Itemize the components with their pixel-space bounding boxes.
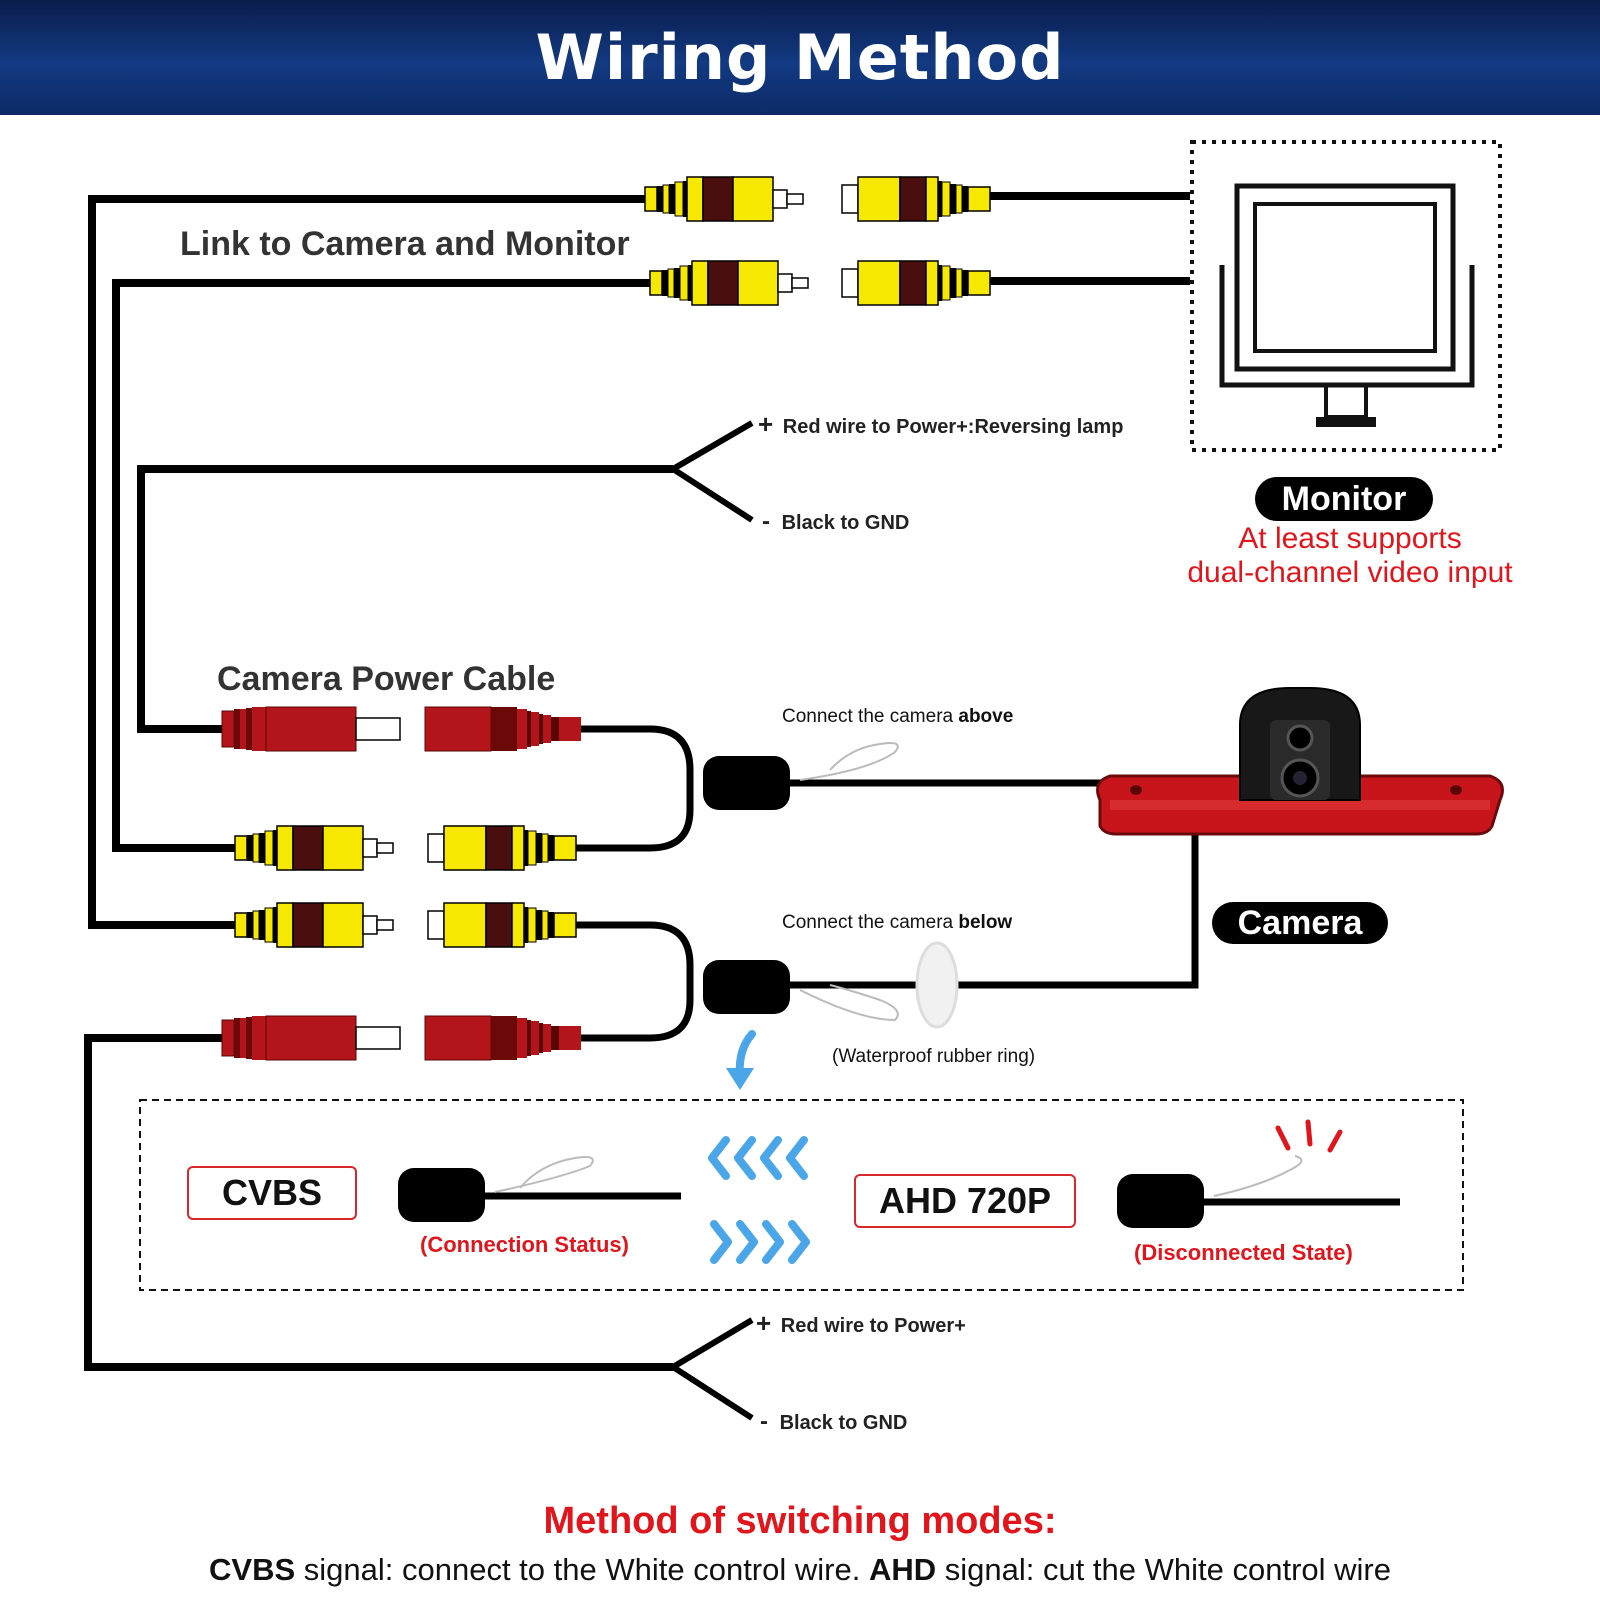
monitor-note-line2: dual-channel video input: [1187, 556, 1513, 589]
label-connect-below: Connect the camera below: [782, 912, 1012, 934]
header-banner: Wiring Method: [0, 0, 1600, 115]
label-red-wire-reversing: + Red wire to Power+:Reversing lamp: [758, 409, 1123, 440]
label-red-wire-reversing-text: Red wire to Power+:Reversing lamp: [782, 416, 1124, 438]
page-title: Wiring Method: [535, 21, 1065, 94]
ahd-mode-label: AHD 720P: [854, 1174, 1076, 1228]
junction-box-above: [703, 756, 790, 810]
cvbs-white-wire: [494, 1156, 594, 1193]
monitor-note-line1: At least supports: [1238, 522, 1462, 555]
dc-plug-above: [221, 706, 401, 752]
rca-plug-above: [234, 825, 394, 871]
rca-plug-monitor-1: [644, 176, 804, 222]
video-wire-2: [112, 279, 650, 852]
main-wires: [84, 192, 1190, 1371]
ahd-white-wire-cut: [1213, 1155, 1303, 1197]
footer-ahd-bold: AHD: [868, 1552, 937, 1587]
label-red-wire-power-text: Red wire to Power+: [780, 1315, 966, 1337]
connect-above-bold: above: [958, 706, 1014, 727]
label-black-gnd-top-text: Black to GND: [781, 512, 910, 534]
label-waterproof-ring: (Waterproof rubber ring): [832, 1046, 1036, 1067]
power-wire-reversing: [137, 465, 673, 733]
junction-cables: [576, 725, 1199, 1042]
white-control-wire-above: [799, 742, 899, 781]
dc-plug-below: [221, 1015, 401, 1061]
chevron-right-icons: [714, 1224, 806, 1260]
down-arrow-icon: [726, 1030, 756, 1090]
footer-title: Method of switching modes:: [543, 1500, 1057, 1542]
ahd-state-label: (Disconnected State): [1134, 1240, 1353, 1265]
rca-plug-monitor-2: [649, 260, 809, 306]
power-fork-top: [671, 420, 754, 523]
chevron-left-icons: [712, 1140, 804, 1176]
connect-below-prefix: Connect the camera: [782, 912, 959, 933]
label-black-gnd-top: - Black to GND: [762, 508, 909, 536]
plus-symbol: +: [756, 1308, 772, 1338]
video-wire-1: [88, 195, 645, 929]
label-link-camera-monitor: Link to Camera and Monitor: [180, 225, 630, 263]
footer-cvbs-text: signal: connect to the White control wir…: [295, 1552, 869, 1587]
power-fork-bottom: [671, 1317, 754, 1421]
monitor-badge: Monitor: [1255, 477, 1433, 521]
connect-below-bold: below: [958, 912, 1013, 933]
monitor-icon: [1190, 140, 1502, 452]
plus-symbol: +: [758, 409, 774, 439]
rca-jack-above: [427, 825, 577, 871]
footer-cvbs-bold: CVBS: [209, 1552, 296, 1587]
junction-box-below: [703, 960, 790, 1014]
dc-jack-below: [424, 1015, 582, 1061]
mode-switch-panel: [139, 1099, 1464, 1291]
camera-brake-light: [1096, 687, 1504, 836]
rca-jack-monitor-2: [841, 260, 991, 306]
label-connect-above: Connect the camera above: [782, 706, 1013, 728]
cut-spark-icon: [1275, 1119, 1343, 1153]
cvbs-junction-box: [398, 1168, 485, 1222]
cvbs-mode-label: CVBS: [187, 1166, 357, 1220]
minus-symbol: -: [760, 1408, 768, 1435]
footer-ahd-text: signal: cut the White control wire: [936, 1552, 1391, 1587]
connect-above-prefix: Connect the camera: [782, 706, 959, 727]
waterproof-ring: [915, 941, 959, 1029]
rca-jack-monitor-1: [841, 176, 991, 222]
label-red-wire-power: + Red wire to Power+: [756, 1308, 966, 1339]
label-black-gnd-bottom-text: Black to GND: [779, 1412, 908, 1434]
power-wire-plain: [84, 1034, 673, 1371]
label-black-gnd-bottom: - Black to GND: [760, 1408, 907, 1436]
white-control-wire-below: [799, 984, 899, 1022]
rca-plug-below: [234, 902, 394, 948]
label-camera-power-cable: Camera Power Cable: [217, 660, 556, 698]
rca-jack-below: [427, 902, 577, 948]
dc-jack-above: [424, 706, 582, 752]
cvbs-state-label: (Connection Status): [420, 1232, 629, 1257]
ahd-junction-box: [1117, 1174, 1204, 1228]
minus-symbol: -: [762, 508, 770, 535]
monitor-note: At least supports dual-channel video inp…: [1150, 522, 1550, 590]
camera-badge: Camera: [1212, 902, 1388, 944]
footer-instructions: CVBS signal: connect to the White contro…: [0, 1552, 1600, 1588]
